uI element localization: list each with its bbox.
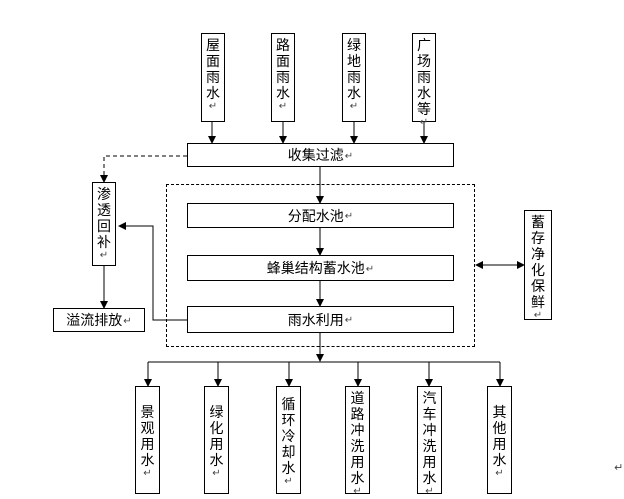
box-label: 绿地雨水 (347, 38, 361, 102)
paragraph-mark: ↵ (533, 310, 543, 321)
paragraph-mark: ↵ (99, 250, 109, 261)
rainwater-utilization-box: 雨水利用↵ (187, 306, 454, 333)
arrow-utilize-to-infiltrate (118, 222, 187, 321)
honeycomb-reservoir-label: 蜂巢结构蓄水池 (266, 261, 365, 277)
paragraph-mark: ↵ (349, 101, 359, 112)
page-paragraph-mark: ↵ (614, 461, 624, 474)
box-label: 其他用水 (492, 405, 507, 469)
infiltrate-recharge-box: 渗透回补↵ (92, 182, 116, 266)
paragraph-mark: ↵ (212, 468, 221, 479)
paragraph-mark: ↵ (284, 476, 293, 487)
overflow-discharge-label: 溢流排放 (66, 313, 123, 329)
use-cooling-water: 循环冷却水↵ (276, 386, 301, 494)
rainwater-utilization-label: 雨水利用 (287, 312, 344, 329)
collect-filter-label: 收集过滤 (287, 148, 344, 164)
storage-utilization-frame (166, 184, 475, 347)
box-label: 道路冲洗用水 (350, 391, 365, 487)
paragraph-mark: ↵ (143, 468, 152, 479)
paragraph-mark: ↵ (344, 315, 354, 326)
paragraph-mark: ↵ (278, 101, 288, 112)
box-label: 屋面雨水 (206, 38, 220, 102)
use-road-wash-water: 道路冲洗用水↵ (345, 386, 370, 497)
honeycomb-reservoir-box: 蜂巢结构蓄水池↵ (187, 255, 454, 281)
paragraph-mark: ↵ (353, 486, 362, 497)
paragraph-mark: ↵ (208, 101, 218, 112)
paragraph-mark: ↵ (495, 468, 504, 479)
box-label: 绿化用水 (209, 405, 224, 469)
use-car-wash-water: 汽车冲洗用水↵ (417, 386, 442, 497)
distribution-tank-box: 分配水池↵ (187, 203, 454, 228)
paragraph-mark: ↵ (419, 117, 429, 128)
paragraph-mark: ↵ (425, 486, 434, 497)
paragraph-mark: ↵ (344, 150, 354, 162)
storage-purification-box: 蓄存净化保鲜↵ (524, 210, 552, 321)
box-label: 循环冷却水 (281, 397, 296, 477)
overflow-discharge-box: 溢流排放↵ (53, 308, 145, 332)
use-landscape-water: 景观用水↵ (135, 386, 160, 494)
collect-filter-box: 收集过滤↵ (187, 143, 454, 167)
source-green-rainwater: 绿地雨水↵ (342, 33, 366, 122)
paragraph-mark: ↵ (365, 263, 375, 275)
distribution-tank-label: 分配水池 (287, 208, 344, 225)
arrow-collect-to-infiltrate (100, 155, 187, 183)
use-greening-water: 绿化用水↵ (204, 386, 229, 494)
box-label: 广场雨水等 (417, 38, 431, 118)
box-label: 汽车冲洗用水 (422, 391, 437, 487)
source-square-rainwater: 广场雨水等↵ (412, 33, 436, 128)
box-label: 景观用水 (140, 405, 155, 469)
box-label: 路面雨水 (276, 38, 290, 102)
source-roof-rainwater: 屋面雨水↵ (201, 33, 225, 122)
box-label: 蓄存净化保鲜 (531, 215, 545, 311)
paragraph-mark: ↵ (123, 315, 132, 327)
paragraph-mark: ↵ (344, 211, 354, 222)
box-label: 渗透回补 (97, 187, 111, 251)
use-other-water: 其他用水↵ (487, 386, 512, 494)
source-road-rainwater: 路面雨水↵ (271, 33, 295, 122)
